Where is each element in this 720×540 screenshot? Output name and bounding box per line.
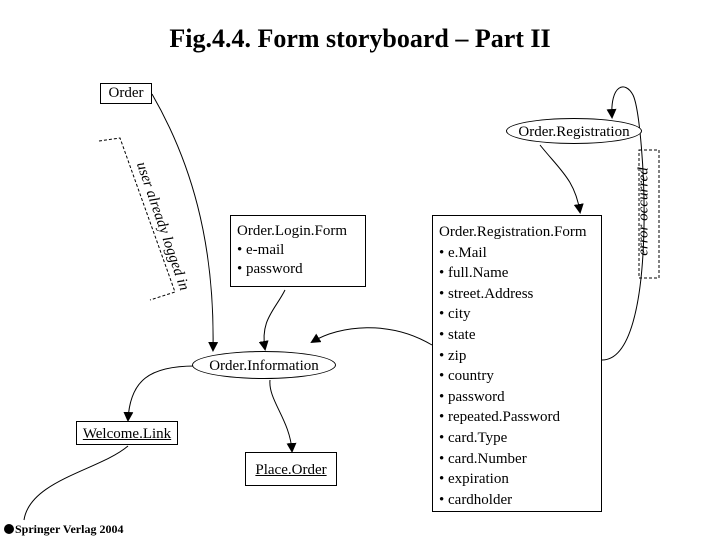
reg-form-field: • street.Address <box>439 285 534 302</box>
reg-form-field: • full.Name <box>439 265 509 282</box>
reg-form-field: • cardholder <box>439 491 513 508</box>
copyright-footer: Springer Verlag 2004 <box>4 522 123 537</box>
reg-form-field: • city <box>439 306 471 323</box>
reg-form-field: • expiration <box>439 471 509 488</box>
edge-error-loop <box>601 86 645 361</box>
copyright-symbol-icon <box>4 524 14 534</box>
edge-regform-to-info <box>310 327 433 346</box>
edge-info-to-welcome <box>123 365 196 422</box>
login-form-field: • password <box>237 261 303 277</box>
reg-form-field: • repeated.Password <box>439 409 561 426</box>
edge-label-error-occurred: error occurred <box>635 167 652 256</box>
reg-form-field: • zip <box>439 347 467 364</box>
reg-form-field: • state <box>439 326 476 343</box>
edge-login-to-info <box>258 289 286 351</box>
edge-reg-to-form <box>539 144 584 214</box>
reg-form-title: Order.Registration.Form <box>439 224 587 240</box>
label-bracket-error <box>638 149 660 279</box>
order-login-form-node: Order.Login.Form • e-mail • password <box>230 215 366 287</box>
order-information-node: Order.Information <box>192 351 336 379</box>
order-node: Order <box>100 83 152 104</box>
reg-form-field: • card.Number <box>439 450 527 467</box>
copyright-text: Springer Verlag 2004 <box>15 522 124 536</box>
edge-logged-in <box>151 93 219 352</box>
reg-form-field: • country <box>439 368 494 385</box>
reg-form-field: • card.Type <box>439 429 508 446</box>
order-registration-node: Order.Registration <box>506 118 642 144</box>
edge-info-to-place <box>269 379 297 453</box>
reg-form-field: • password <box>439 388 505 405</box>
order-registration-form-node: Order.Registration.Form • e.Mail • full.… <box>432 215 602 512</box>
login-form-field: • e-mail <box>237 242 285 258</box>
place-order-node: Place.Order <box>245 452 337 486</box>
edge-welcome-down <box>23 445 129 521</box>
reg-form-field: • e.Mail <box>439 244 487 261</box>
login-form-title: Order.Login.Form <box>237 223 347 239</box>
label-bracket-logged <box>98 137 176 301</box>
welcome-link-node: Welcome.Link <box>76 421 178 445</box>
page-title: Fig.4.4. Form storyboard – Part II <box>169 24 551 53</box>
